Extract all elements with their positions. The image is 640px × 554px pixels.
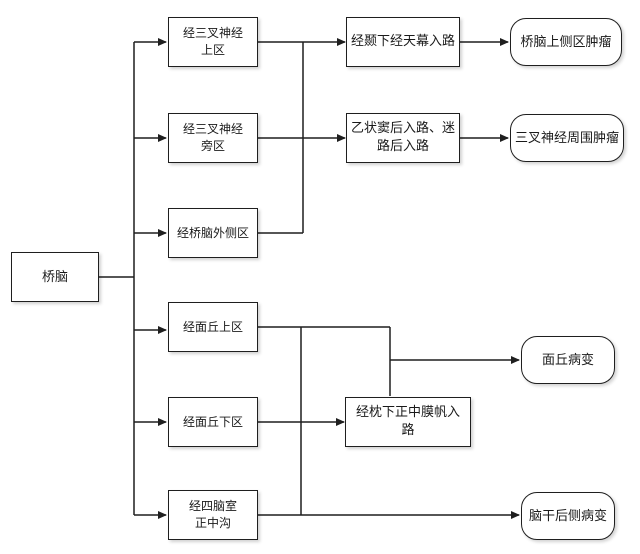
approach-node-facial-lower: 经面丘下区 [168,397,258,447]
target-node-trigeminal-tumor: 三叉神经周围肿瘤 [510,114,624,162]
approach-node-trigeminal-upper: 经三叉神经 上区 [168,17,258,67]
target-node-facial-lesion: 面丘病变 [521,336,615,384]
route-node-subtemporal: 经颞下经天幕入路 [346,17,460,67]
approach-node-fourth-ventricle: 经四脑室 正中沟 [168,490,258,540]
root-node: 桥脑 [11,252,99,302]
target-node-pons-upper-tumor: 桥脑上侧区肿瘤 [510,18,622,66]
approach-node-trigeminal-para: 经三叉神经 旁区 [168,113,258,163]
approach-node-facial-upper: 经面丘上区 [168,302,258,352]
route-node-retrosigmoid: 乙状窦后入路、迷 路后入路 [346,113,460,163]
route-node-suboccipital: 经枕下正中膜帆入路 [345,397,471,447]
target-node-brainstem-posterior-lesion: 脑干后侧病变 [521,492,615,540]
approach-node-pons-lateral: 经桥脑外侧区 [168,208,258,258]
